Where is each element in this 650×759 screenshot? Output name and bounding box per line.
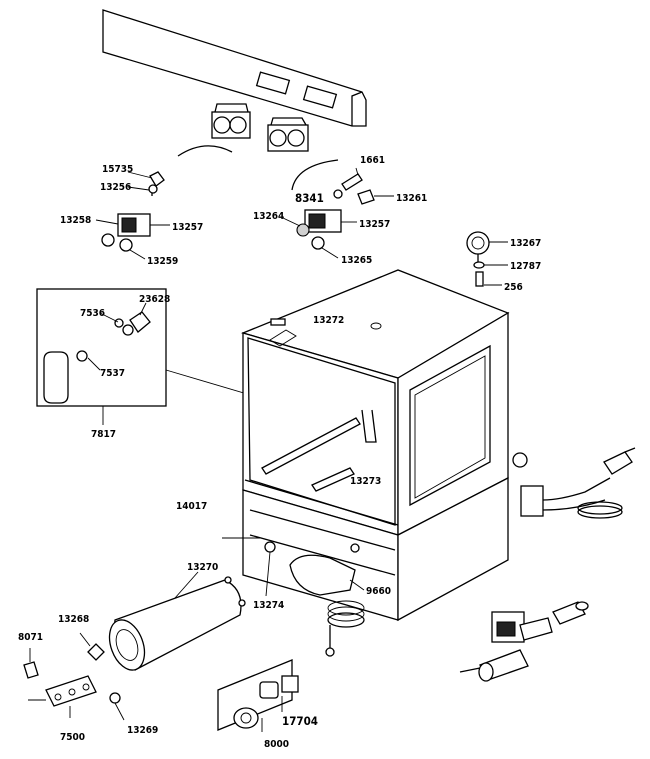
label-8071: 8071 — [18, 632, 43, 643]
label-7817: 7817 — [91, 429, 116, 440]
heater-element-parts — [23, 632, 125, 721]
label-13261: 13261 — [396, 193, 427, 204]
label-12787: 12787 — [510, 261, 541, 272]
label-13265: 13265 — [341, 255, 372, 266]
label-13273: 13273 — [350, 476, 381, 487]
indicator-cluster-right — [282, 167, 394, 259]
label-13268: 13268 — [58, 614, 89, 625]
cabinet — [241, 269, 510, 622]
label-1661: 1661 — [360, 155, 385, 166]
label-13270: 13270 — [187, 562, 218, 573]
label-15735: 15735 — [102, 164, 133, 175]
label-13258: 13258 — [60, 215, 91, 226]
label-7537: 7537 — [100, 368, 125, 379]
switch-block-right — [267, 117, 339, 191]
solenoid-valve — [459, 601, 589, 682]
power-cord — [512, 447, 636, 519]
label-13272: 13272 — [313, 315, 344, 326]
heater-tank — [108, 571, 246, 671]
indicator-cluster-left — [95, 171, 170, 260]
label-14017: 14017 — [176, 501, 207, 512]
label-9660: 9660 — [366, 586, 391, 597]
label-13267: 13267 — [510, 238, 541, 249]
gauge-assembly — [466, 231, 508, 287]
switch-block-left — [177, 103, 251, 157]
label-13264: 13264 — [253, 211, 284, 222]
label-13274: 13274 — [253, 600, 284, 611]
switch-bracket — [217, 659, 299, 732]
label-13259: 13259 — [147, 256, 178, 267]
label-8000: 8000 — [264, 739, 289, 750]
control-panel — [102, 9, 367, 127]
part-labels: 15735 13256 13258 13257 13259 1661 8341 … — [18, 155, 541, 750]
label-23628: 23628 — [139, 294, 170, 305]
label-256: 256 — [504, 282, 523, 293]
label-8341: 8341 — [295, 191, 324, 205]
label-7500: 7500 — [60, 732, 85, 743]
label-13256: 13256 — [100, 182, 131, 193]
label-7536: 7536 — [80, 308, 105, 319]
label-13257-right: 13257 — [359, 219, 390, 230]
label-17704: 17704 — [282, 714, 318, 728]
pump-assembly — [222, 537, 365, 657]
label-13257-left: 13257 — [172, 222, 203, 233]
label-13269: 13269 — [127, 725, 158, 736]
